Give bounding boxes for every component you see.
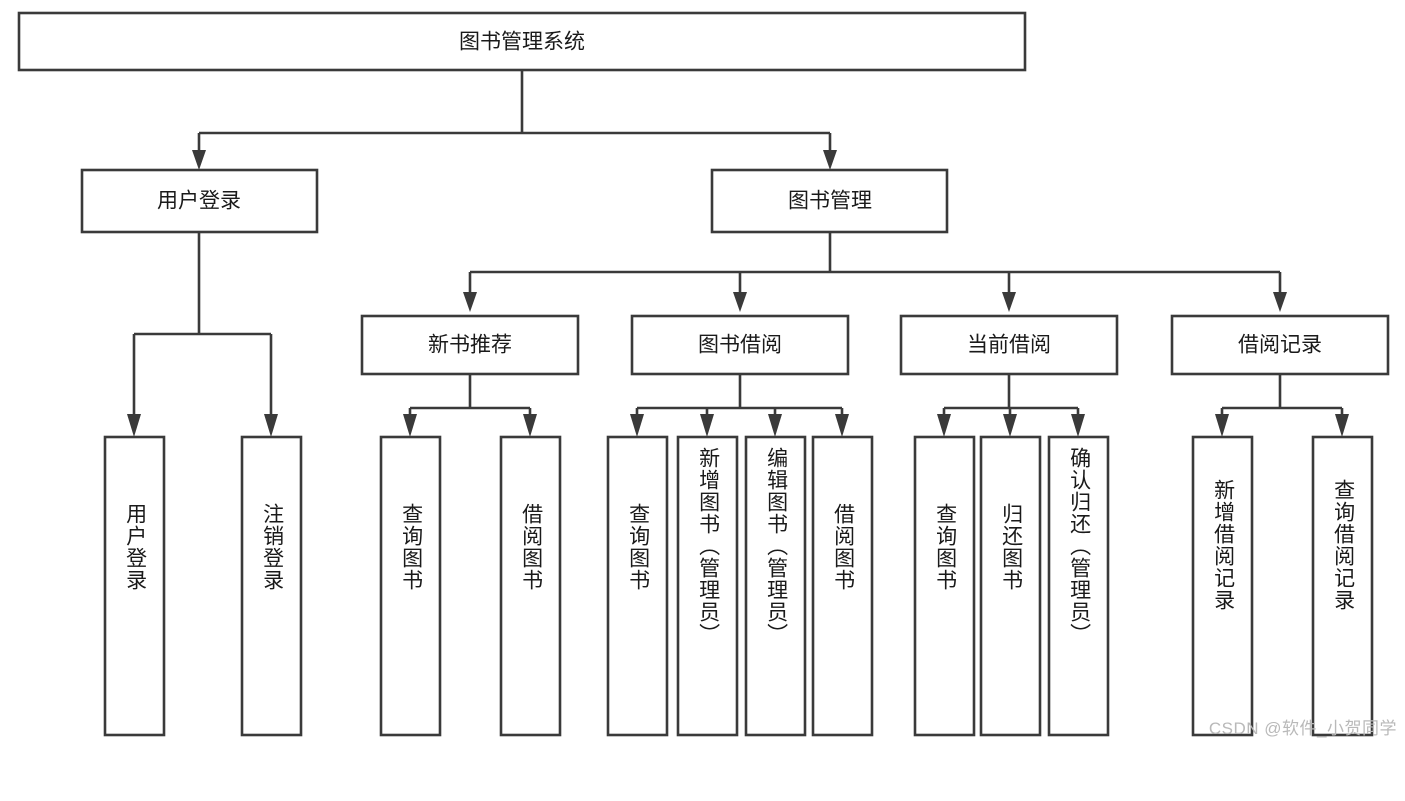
arrowhead-leaf-borrow-book-2 bbox=[835, 414, 849, 437]
arrowhead-leaf-query-book-3 bbox=[937, 414, 951, 437]
arrowhead-user-login bbox=[192, 150, 206, 170]
node-book-management[interactable]: 图书管理 bbox=[710, 168, 949, 234]
arrowhead-leaf-return-book bbox=[1003, 414, 1017, 437]
arrowhead-book-management bbox=[823, 150, 837, 170]
node-borrow-record[interactable]: 借阅记录 bbox=[1170, 314, 1390, 376]
arrowhead-new-book-recommend bbox=[463, 292, 477, 312]
node-current-borrow[interactable]: 当前借阅 bbox=[899, 314, 1119, 376]
arrowhead-leaf-borrow-book-1 bbox=[523, 414, 537, 437]
leaf-return-book-box[interactable] bbox=[979, 435, 1042, 737]
leaf-user-login-box[interactable] bbox=[103, 435, 166, 737]
connectors-book-borrow-to-leaves bbox=[630, 374, 849, 437]
leaf-borrow-book-1-box[interactable] bbox=[499, 435, 562, 737]
arrowhead-leaf-query-record bbox=[1335, 414, 1349, 437]
connectors-user-login-to-leaves bbox=[127, 232, 278, 437]
connectors-new-book-to-leaves bbox=[403, 374, 537, 437]
leaf-logout-login-box[interactable] bbox=[240, 435, 303, 737]
current-borrow-box[interactable] bbox=[899, 314, 1119, 376]
connectors-root-to-level2 bbox=[192, 70, 837, 170]
org-chart-svg: 图书管理系统 用户登录 图书管理 新书推荐 图书借阅 当前借阅 借阅记录 bbox=[17, 11, 1390, 737]
leaf-edit-book-box[interactable] bbox=[744, 435, 807, 737]
arrowhead-current-borrow bbox=[1002, 292, 1016, 312]
leaf-borrow-book-2-box[interactable] bbox=[811, 435, 874, 737]
arrowhead-book-borrow bbox=[733, 292, 747, 312]
root-box[interactable] bbox=[17, 11, 1027, 72]
borrow-record-label: 借阅记录 bbox=[1238, 334, 1322, 357]
node-root[interactable]: 图书管理系统 bbox=[17, 11, 1027, 72]
book-management-box[interactable] bbox=[710, 168, 949, 234]
arrowhead-leaf-query-book-2 bbox=[630, 414, 644, 437]
leaf-add-book-box[interactable] bbox=[676, 435, 739, 737]
leaf-query-book-3-box[interactable] bbox=[913, 435, 976, 737]
book-borrow-box[interactable] bbox=[630, 314, 850, 376]
leaf-confirm-return-box[interactable] bbox=[1047, 435, 1110, 737]
arrowhead-leaf-add-record bbox=[1215, 414, 1229, 437]
leaf-add-record-box[interactable] bbox=[1191, 435, 1254, 737]
connectors-book-management-to-level3 bbox=[463, 232, 1287, 312]
user-login-box[interactable] bbox=[80, 168, 319, 234]
arrowhead-leaf-logout-login bbox=[264, 414, 278, 437]
book-management-label: 图书管理 bbox=[788, 190, 872, 213]
borrow-record-box[interactable] bbox=[1170, 314, 1390, 376]
arrowhead-leaf-confirm-return bbox=[1071, 414, 1085, 437]
book-borrow-label: 图书借阅 bbox=[698, 334, 782, 357]
arrowhead-borrow-record bbox=[1273, 292, 1287, 312]
connectors-current-borrow-to-leaves bbox=[937, 374, 1085, 437]
node-new-book-recommend[interactable]: 新书推荐 bbox=[360, 314, 580, 376]
node-user-login[interactable]: 用户登录 bbox=[80, 168, 319, 234]
arrowhead-leaf-add-book bbox=[700, 414, 714, 437]
current-borrow-label: 当前借阅 bbox=[967, 334, 1051, 357]
leaf-query-book-2-box[interactable] bbox=[606, 435, 669, 737]
node-book-borrow[interactable]: 图书借阅 bbox=[630, 314, 850, 376]
leaf-query-book-1-box[interactable] bbox=[379, 435, 442, 737]
arrowhead-leaf-edit-book bbox=[768, 414, 782, 437]
diagram-canvas: 图书管理系统 用户登录 图书管理 新书推荐 图书借阅 当前借阅 借阅记录 bbox=[17, 11, 1397, 738]
new-book-recommend-box[interactable] bbox=[360, 314, 580, 376]
new-book-recommend-label: 新书推荐 bbox=[428, 334, 512, 357]
leaf-query-record-box[interactable] bbox=[1311, 435, 1374, 737]
connectors-borrow-record-to-leaves bbox=[1215, 374, 1349, 437]
root-label: 图书管理系统 bbox=[459, 31, 585, 54]
arrowhead-leaf-query-book-1 bbox=[403, 414, 417, 437]
arrowhead-leaf-user-login bbox=[127, 414, 141, 437]
watermark: CSDN @软件_小贺同学 bbox=[1208, 719, 1397, 738]
user-login-label: 用户登录 bbox=[157, 190, 241, 213]
leaf-boxes[interactable] bbox=[103, 435, 1374, 737]
